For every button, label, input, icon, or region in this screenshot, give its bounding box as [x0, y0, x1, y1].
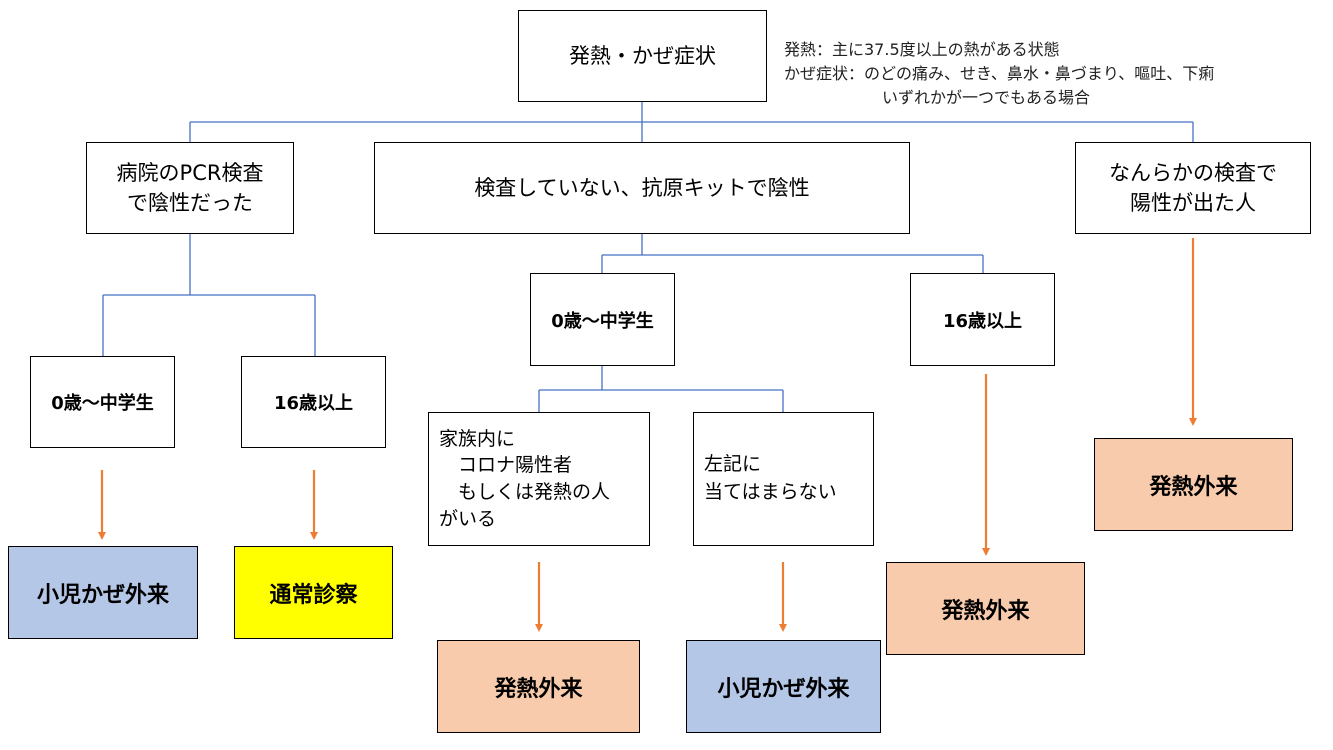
pcr-negative-line2: で陰性だった [127, 191, 253, 215]
not-tested-age-child-node: 0歳〜中学生 [530, 273, 675, 366]
definition-any: いずれかが一つでもある場合 [882, 88, 1091, 107]
family-positive-line3: もしくは発熱の人 [439, 481, 611, 503]
pcr-age-adult-node: 16歳以上 [241, 356, 386, 448]
connector-child [538, 366, 784, 412]
root-label: 発熱・かぜ症状 [569, 43, 716, 68]
not-applicable-line2: 当てはまらない [704, 481, 837, 503]
definition-cold: かぜ症状：のどの痛み、せき、鼻水・鼻づまり、嘔吐、下痢 [784, 64, 1215, 83]
not-tested-age-adult-node: 16歳以上 [910, 273, 1055, 366]
outcome-positive: 発熱外来 [1094, 438, 1293, 531]
outcome-family-label: 発熱外来 [494, 676, 583, 702]
outcome-positive-label: 発熱外来 [1149, 474, 1238, 500]
outcome-adult-label: 発熱外来 [941, 598, 1030, 624]
outcome-pcr-adult-label: 通常診察 [269, 582, 358, 608]
positive-line2: 陽性が出た人 [1130, 191, 1256, 215]
not-tested-age-child-label: 0歳〜中学生 [551, 310, 654, 332]
not-tested-label: 検査していない、抗原キットで陰性 [474, 175, 810, 200]
outcome-family: 発熱外来 [437, 640, 640, 733]
pcr-age-child-node: 0歳〜中学生 [30, 356, 175, 448]
positive-line1: なんらかの検査で [1109, 160, 1277, 185]
not-tested-node: 検査していない、抗原キットで陰性 [374, 142, 910, 234]
not-applicable-line1: 左記に [704, 453, 762, 476]
outcome-not-applicable-label: 小児かぜ外来 [717, 676, 850, 702]
pcr-age-child-label: 0歳〜中学生 [51, 393, 154, 414]
not-applicable-node: 左記に 当てはまらない [693, 412, 874, 546]
family-positive-line1: 家族内に [439, 427, 516, 450]
pcr-negative-line1: 病院のPCR検査 [116, 160, 264, 185]
definition-fever: 発熱：主に37.5度以上の熱がある状態 [784, 40, 1060, 59]
definition-note: 発熱：主に37.5度以上の熱がある状態 かぜ症状：のどの痛み、せき、鼻水・鼻づま… [784, 38, 1214, 110]
family-positive-node: 家族内に コロナ陽性者 もしくは発熱の人 がいる [428, 412, 650, 546]
connector-pcr [102, 234, 316, 356]
connector-root [189, 102, 1194, 142]
positive-node: なんらかの検査で 陽性が出た人 [1075, 142, 1311, 234]
not-tested-age-adult-label: 16歳以上 [942, 310, 1023, 332]
outcome-pcr-child-label: 小児かぜ外来 [36, 582, 169, 608]
outcome-pcr-adult: 通常診察 [234, 546, 393, 639]
outcome-pcr-child: 小児かぜ外来 [8, 546, 198, 639]
family-positive-line2: コロナ陽性者 [439, 454, 573, 477]
family-positive-line4: がいる [439, 507, 497, 530]
outcome-not-applicable: 小児かぜ外来 [686, 640, 881, 733]
root-node: 発熱・かぜ症状 [518, 10, 767, 102]
connector-not-tested [601, 234, 984, 273]
outcome-adult: 発熱外来 [886, 562, 1085, 655]
pcr-age-adult-label: 16歳以上 [273, 393, 354, 414]
pcr-negative-node: 病院のPCR検査 で陰性だった [86, 142, 294, 234]
